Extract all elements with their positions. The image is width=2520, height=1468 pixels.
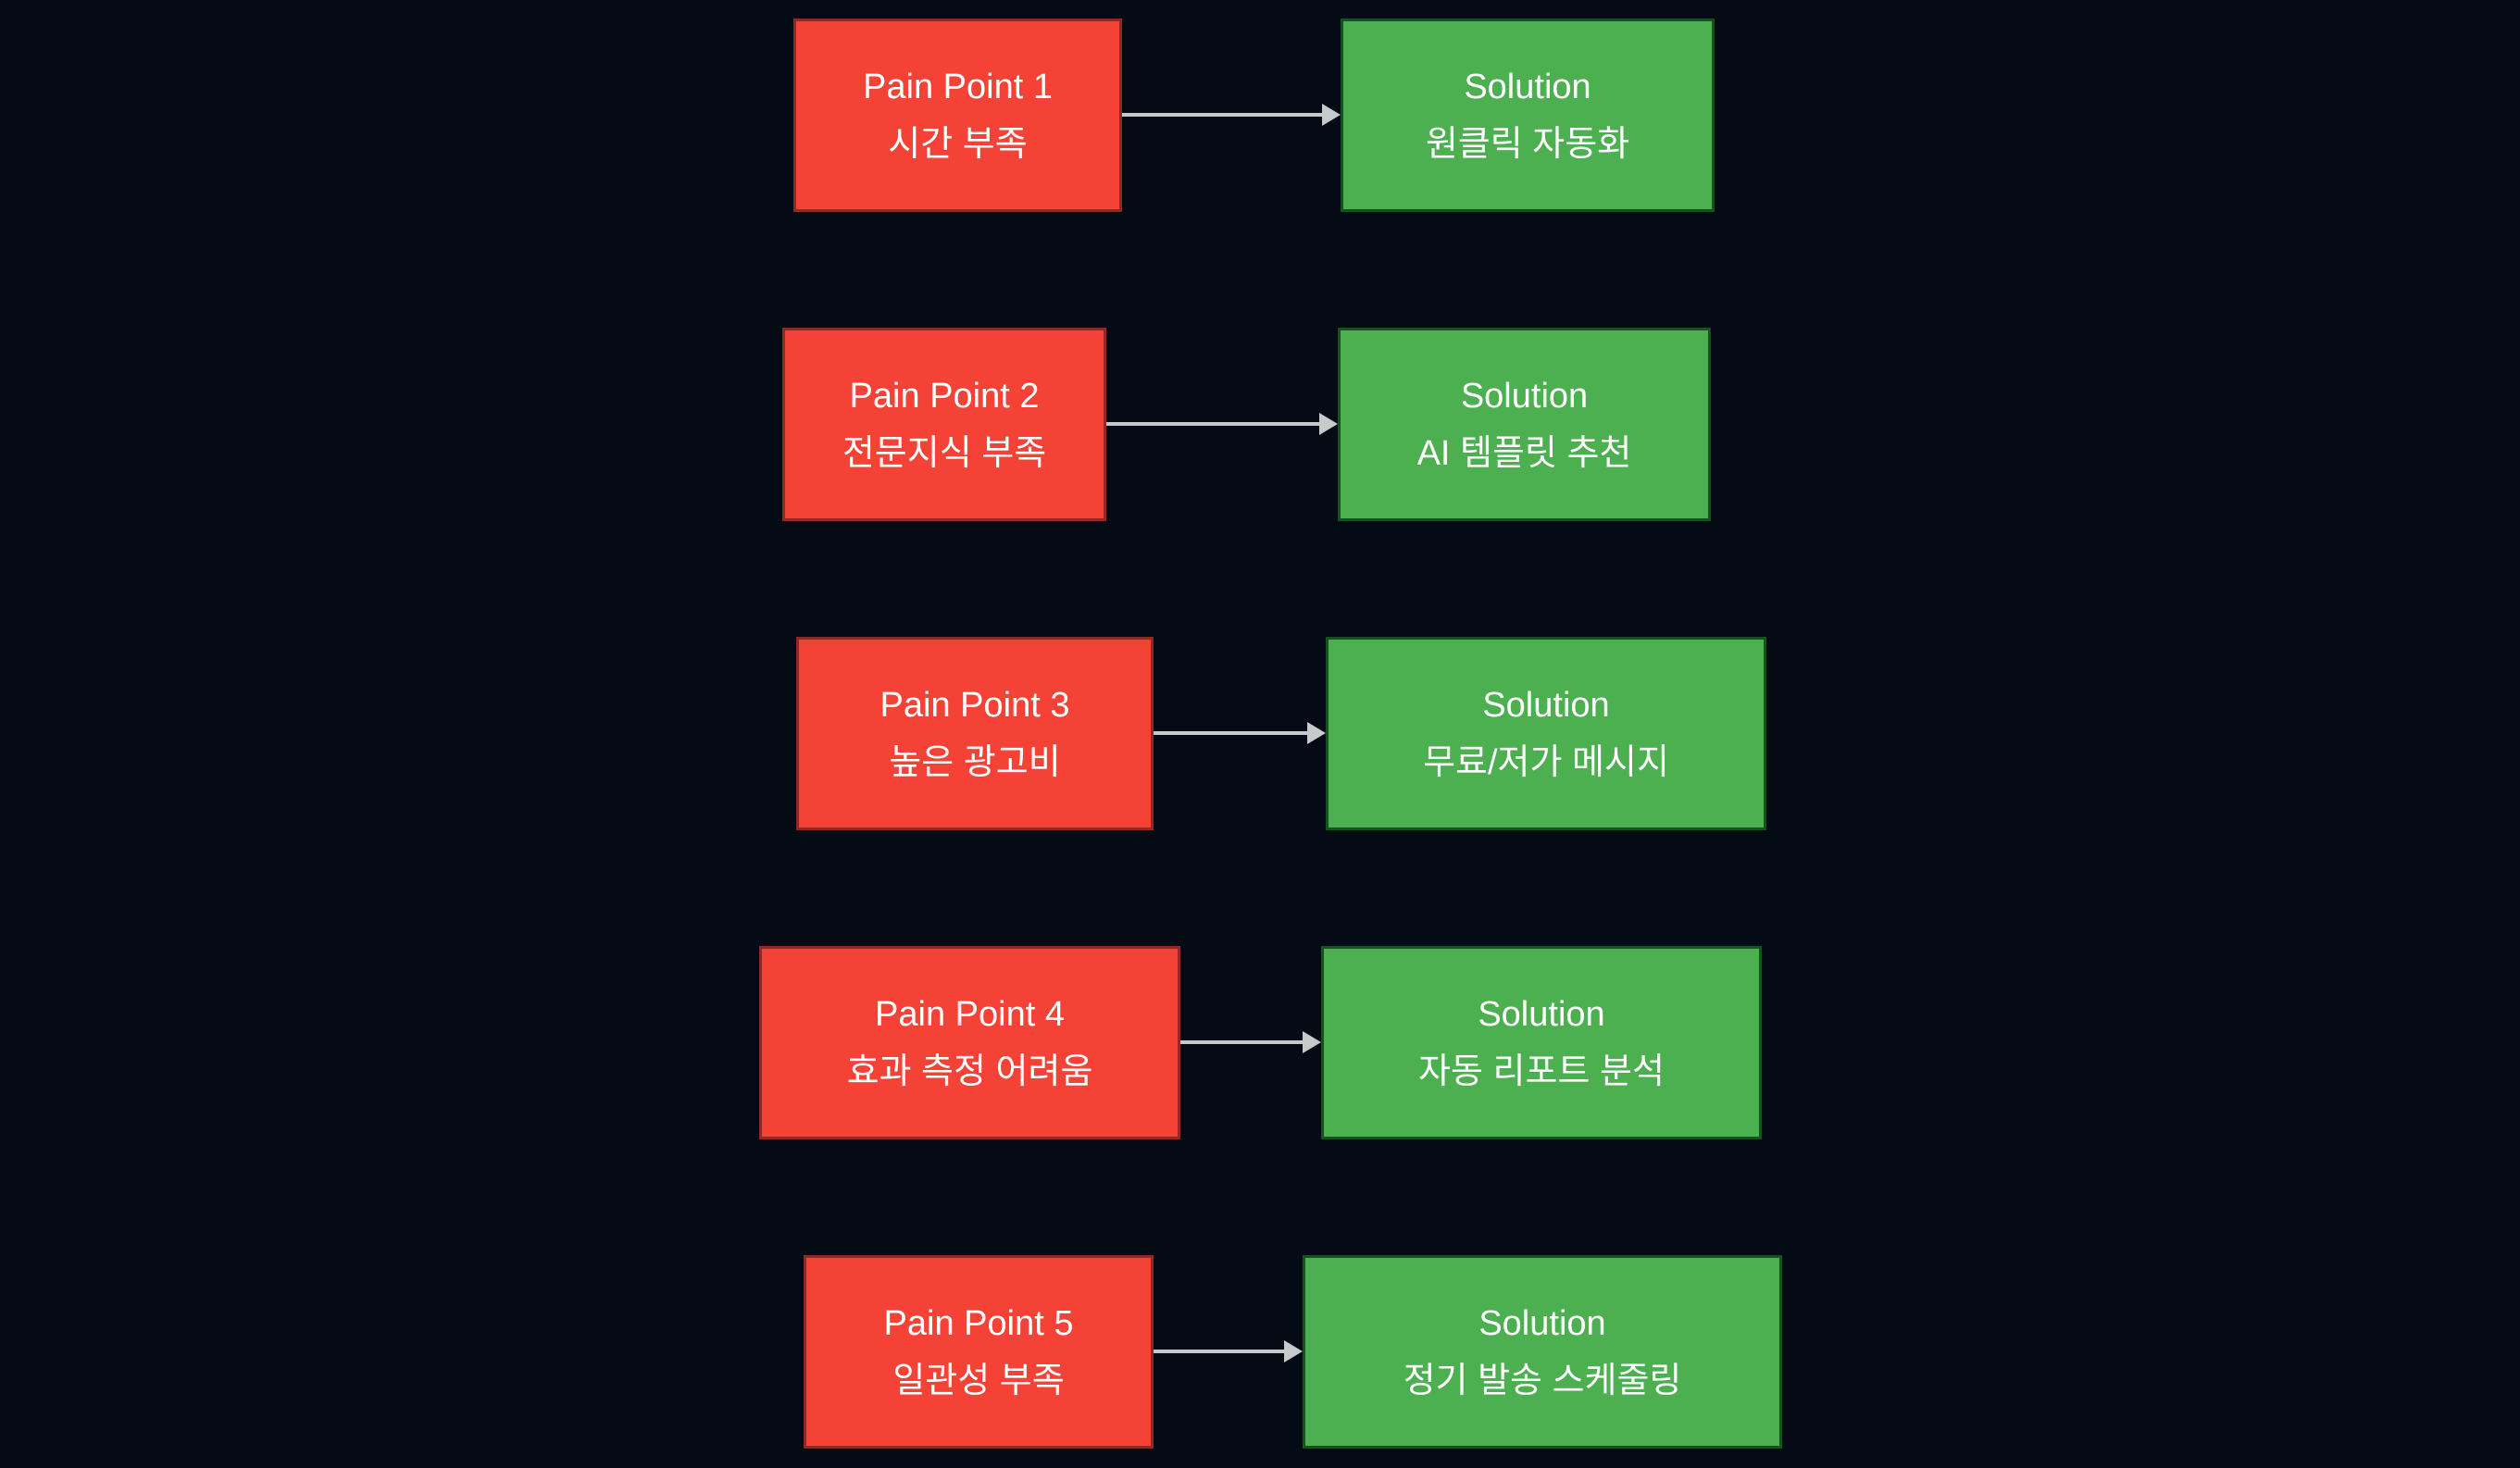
solution-title: Solution — [1464, 67, 1591, 106]
arrow-right-icon — [1106, 413, 1338, 435]
mapping-row-2: Pain Point 2 전문지식 부족 Solution AI 템플릿 추천 — [0, 328, 2520, 521]
solution-title: Solution — [1478, 1303, 1606, 1343]
solution-desc: 자동 리포트 분석 — [1418, 1051, 1665, 1091]
arrow-shaft — [1154, 731, 1307, 735]
pain-point-title: Pain Point 5 — [883, 1303, 1074, 1343]
solution-node-3: Solution 무료/저가 메시지 — [1326, 637, 1766, 830]
arrow-shaft — [1122, 113, 1322, 117]
arrow-right-icon — [1122, 104, 1341, 126]
mapping-row-1: Pain Point 1 시간 부족 Solution 원클릭 자동화 — [0, 19, 2520, 212]
pain-point-node-4: Pain Point 4 효과 측정 어려움 — [759, 946, 1180, 1139]
pain-point-desc: 시간 부족 — [888, 124, 1028, 164]
mapping-row-5: Pain Point 5 일관성 부족 Solution 정기 발송 스케줄링 — [0, 1255, 2520, 1449]
solution-desc: 원클릭 자동화 — [1425, 124, 1630, 164]
pain-point-desc: 높은 광고비 — [889, 742, 1061, 782]
solution-node-4: Solution 자동 리포트 분석 — [1321, 946, 1762, 1139]
solution-node-1: Solution 원클릭 자동화 — [1341, 19, 1715, 212]
arrow-head-icon — [1319, 413, 1338, 435]
arrow-right-icon — [1154, 1340, 1303, 1362]
arrow-shaft — [1106, 422, 1319, 426]
mapping-row-3: Pain Point 3 높은 광고비 Solution 무료/저가 메시지 — [0, 637, 2520, 830]
arrow-head-icon — [1322, 104, 1341, 126]
pain-point-title: Pain Point 2 — [849, 376, 1040, 416]
solution-node-5: Solution 정기 발송 스케줄링 — [1303, 1255, 1782, 1449]
solution-desc: 정기 발송 스케줄링 — [1403, 1361, 1682, 1400]
arrow-head-icon — [1303, 1031, 1321, 1053]
pain-point-node-5: Pain Point 5 일관성 부족 — [804, 1255, 1154, 1449]
pain-point-title: Pain Point 3 — [880, 685, 1070, 725]
solution-node-2: Solution AI 템플릿 추천 — [1338, 328, 1711, 521]
mapping-row-4: Pain Point 4 효과 측정 어려움 Solution 자동 리포트 분… — [0, 946, 2520, 1139]
pain-point-node-3: Pain Point 3 높은 광고비 — [796, 637, 1154, 830]
pain-point-title: Pain Point 1 — [863, 67, 1053, 106]
solution-title: Solution — [1478, 994, 1605, 1034]
pain-point-desc: 일관성 부족 — [892, 1361, 1065, 1400]
arrow-shaft — [1154, 1350, 1284, 1353]
solution-desc: 무료/저가 메시지 — [1423, 742, 1669, 782]
pain-point-desc: 전문지식 부족 — [842, 433, 1047, 473]
arrow-right-icon — [1154, 722, 1326, 744]
arrow-head-icon — [1307, 722, 1326, 744]
solution-title: Solution — [1482, 685, 1610, 725]
pain-point-desc: 효과 측정 어려움 — [846, 1051, 1093, 1091]
solution-title: Solution — [1460, 376, 1589, 416]
pain-point-node-1: Pain Point 1 시간 부족 — [793, 19, 1122, 212]
arrow-shaft — [1180, 1040, 1303, 1044]
pain-point-node-2: Pain Point 2 전문지식 부족 — [782, 328, 1106, 521]
solution-desc: AI 템플릿 추천 — [1416, 433, 1632, 473]
pain-point-title: Pain Point 4 — [875, 994, 1065, 1034]
arrow-right-icon — [1180, 1031, 1321, 1053]
arrow-head-icon — [1284, 1340, 1303, 1362]
